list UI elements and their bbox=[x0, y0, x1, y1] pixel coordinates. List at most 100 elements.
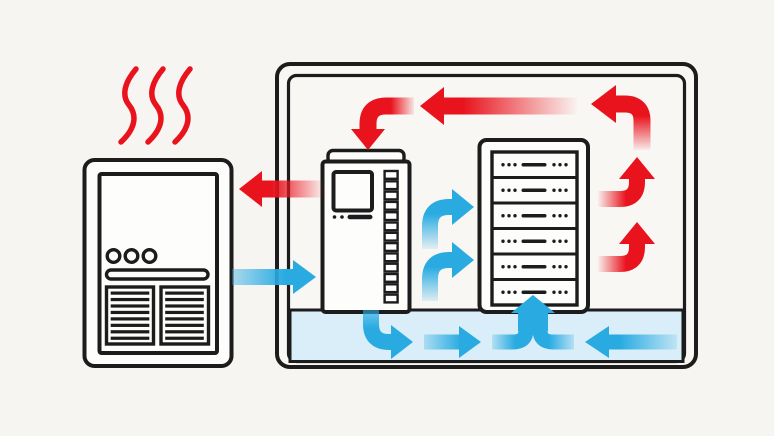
server-led-dot bbox=[558, 214, 562, 218]
server-led-dot bbox=[513, 290, 517, 294]
hot-arrow-through-wall-head bbox=[239, 171, 262, 207]
hot-airflow bbox=[239, 85, 655, 272]
hot-arrow-right-wall-turn-head bbox=[591, 85, 616, 123]
cold-airflow bbox=[232, 189, 677, 359]
grille-slat bbox=[110, 304, 150, 308]
server-handle-bar bbox=[521, 239, 547, 244]
server-led-dot bbox=[507, 214, 511, 218]
server-led-dot bbox=[564, 239, 568, 243]
server-led-dot bbox=[501, 214, 505, 218]
hot-arrow-ceiling bbox=[420, 87, 577, 125]
crac-unit bbox=[320, 148, 412, 314]
outdoor-unit-button bbox=[141, 247, 158, 264]
server-led-dot bbox=[558, 163, 562, 167]
grille-slat bbox=[165, 336, 204, 340]
server-led-dot bbox=[552, 188, 556, 192]
server-led-dot bbox=[513, 163, 517, 167]
server-led-dot bbox=[552, 265, 556, 269]
crac-vent-rung bbox=[383, 221, 399, 232]
server-led-dot bbox=[564, 214, 568, 218]
hot-arrow-right-wall-turn-body bbox=[616, 95, 651, 150]
server-led-dot bbox=[558, 239, 562, 243]
hot-arrow-through-wall bbox=[239, 171, 323, 207]
server-handle-bar bbox=[521, 264, 547, 269]
cold-arrow-aisle-upper-head bbox=[452, 189, 474, 225]
cold-arrow-through-wall-head bbox=[293, 260, 316, 294]
outdoor-unit-buttons bbox=[105, 247, 158, 264]
crac-vent-rung bbox=[383, 262, 399, 273]
server-handle-bar bbox=[521, 188, 547, 193]
crac-vent-rung bbox=[383, 190, 399, 201]
cold-arrow-aisle-upper bbox=[422, 189, 474, 249]
server-led-dot bbox=[513, 239, 517, 243]
grille-slat bbox=[110, 317, 150, 321]
grille-slat bbox=[165, 310, 204, 315]
grille-right-frame bbox=[159, 285, 211, 346]
hot-arrow-exhaust-lower bbox=[598, 222, 655, 272]
grille-slat bbox=[165, 304, 204, 308]
hot-arrow-exhaust-lower-body bbox=[598, 239, 645, 272]
server-led-dot bbox=[507, 239, 511, 243]
rack-server-unit bbox=[501, 162, 568, 167]
grille-slat bbox=[110, 310, 150, 315]
hot-arrow-exhaust-upper-body bbox=[598, 174, 645, 207]
server-led-dot bbox=[507, 188, 511, 192]
hot-arrow-right-wall-turn bbox=[591, 85, 651, 150]
server-led-dot bbox=[501, 239, 505, 243]
server-led-dot bbox=[564, 163, 568, 167]
server-handle-bar bbox=[521, 162, 547, 167]
hot-arrow-into-crac-body bbox=[359, 97, 414, 133]
cold-arrow-through-wall bbox=[232, 260, 316, 294]
rack-server-unit bbox=[501, 188, 568, 193]
crac-display-panel bbox=[331, 170, 374, 213]
outdoor-unit bbox=[82, 158, 234, 368]
crac-vent-rung bbox=[383, 293, 399, 304]
hot-arrow-exhaust-upper bbox=[598, 157, 655, 207]
cold-arrow-plenum-right-head bbox=[459, 326, 481, 358]
rack-server-unit bbox=[501, 290, 568, 295]
hot-arrow-into-crac bbox=[351, 97, 414, 150]
server-led-dot bbox=[552, 239, 556, 243]
cold-arrow-aisle-lower bbox=[422, 242, 474, 301]
server-led-dot bbox=[507, 265, 511, 269]
grille-slat bbox=[110, 291, 150, 295]
grille-slat bbox=[110, 330, 150, 334]
grille-slat bbox=[165, 297, 204, 302]
server-led-dot bbox=[501, 188, 505, 192]
crac-vent-rung bbox=[383, 231, 399, 242]
grille-left-frame bbox=[104, 285, 156, 346]
cold-arrow-plenum-return-left bbox=[585, 326, 677, 358]
server-led-dot bbox=[552, 214, 556, 218]
server-rack bbox=[477, 138, 590, 314]
crac-vent-rung bbox=[383, 169, 399, 181]
grille-slat bbox=[165, 323, 204, 327]
server-led-dot bbox=[558, 265, 562, 269]
cold-arrow-aisle-upper-body bbox=[422, 199, 457, 249]
server-led-dot bbox=[564, 188, 568, 192]
outdoor-unit-slot bbox=[104, 268, 210, 281]
crac-vent-rung bbox=[383, 272, 399, 284]
server-led-dot bbox=[507, 290, 511, 294]
crac-status-dots bbox=[332, 214, 373, 220]
crac-vent-rung bbox=[383, 180, 399, 191]
hot-arrow-ceiling-head bbox=[420, 87, 444, 125]
server-led-dot bbox=[558, 290, 562, 294]
hot-arrow-into-crac-head bbox=[351, 129, 385, 150]
server-led-dot bbox=[501, 163, 505, 167]
outdoor-unit-button bbox=[123, 247, 140, 264]
server-led-dot bbox=[552, 163, 556, 167]
cold-arrow-crac-into-plenum bbox=[363, 310, 413, 359]
rack-servers bbox=[492, 162, 577, 295]
server-led-dot bbox=[564, 265, 568, 269]
hot-arrow-exhaust-lower-head bbox=[619, 222, 655, 244]
grille-right bbox=[159, 285, 211, 346]
crac-vent-rung bbox=[383, 252, 399, 263]
grille-slat bbox=[110, 336, 150, 340]
server-handle-bar bbox=[521, 213, 547, 218]
rack-server-unit bbox=[501, 264, 568, 269]
server-handle-bar bbox=[521, 290, 547, 295]
cold-arrow-merge-head bbox=[511, 295, 555, 313]
crac-vent-ladder bbox=[383, 169, 399, 304]
